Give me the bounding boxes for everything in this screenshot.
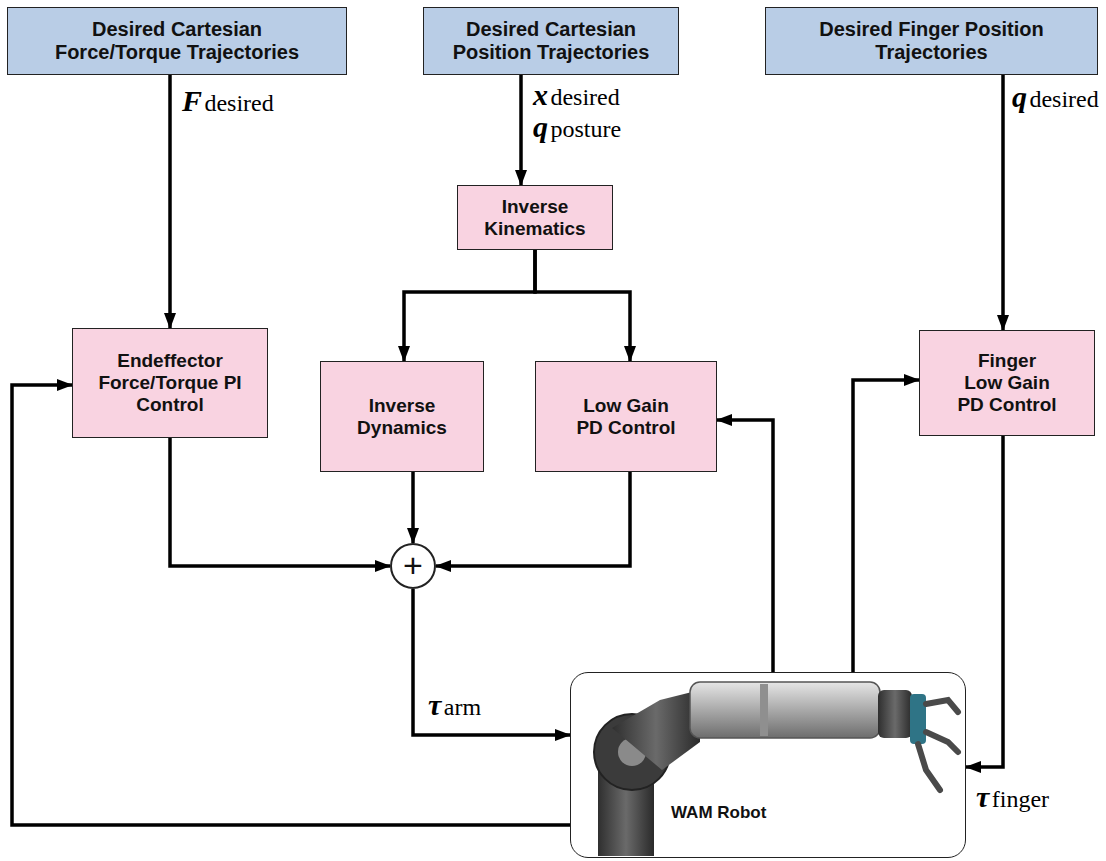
trajectory-box: Desired Finger Position Trajectories [765, 7, 1098, 75]
node-text: Desired Finger Position Trajectories [801, 18, 1063, 64]
signal-label: τ arm [428, 690, 481, 720]
robot-box: WAM Robot [570, 672, 966, 858]
signal-arrow [519, 75, 523, 185]
node-text: Desired Cartesian Force/Torque Trajector… [37, 18, 317, 64]
process-box: Inverse Kinematics [457, 185, 613, 250]
signal-arrow [853, 380, 919, 672]
node-text: WAM Robot [671, 803, 766, 823]
node-text: Desired Cartesian Position Trajectories [433, 18, 669, 64]
sum-junction: + [390, 543, 436, 589]
node-text: Endeffector Force/Torque PI Control [94, 350, 246, 416]
sum-symbol: + [403, 548, 423, 582]
signal-arrow [436, 472, 630, 566]
signal-arrow [413, 589, 570, 735]
node-text: Inverse Kinematics [470, 196, 600, 240]
signal-arrow [717, 420, 773, 672]
control-box: Endeffector Force/Torque PI Control [72, 328, 268, 438]
signal-arrow [535, 250, 630, 361]
signal-label: τ finger [976, 782, 1049, 812]
control-box: Finger Low Gain PD Control [919, 330, 1095, 436]
process-box: Inverse Dynamics [320, 361, 484, 472]
control-box: Low Gain PD Control [535, 361, 717, 472]
signal-label: q desired [1012, 82, 1099, 112]
signal-label: q posture [533, 112, 621, 142]
signal-arrow [1001, 75, 1005, 330]
trajectory-box: Desired Cartesian Position Trajectories [423, 7, 679, 75]
signal-label: F desired [182, 86, 274, 116]
trajectory-box: Desired Cartesian Force/Torque Trajector… [7, 7, 347, 75]
node-text: Inverse Dynamics [337, 395, 467, 439]
signal-arrow [12, 385, 570, 825]
signal-label: x desired [533, 80, 620, 110]
signal-arrow [168, 75, 172, 328]
node-text: Finger Low Gain PD Control [957, 350, 1057, 416]
signal-arrow [411, 472, 415, 543]
node-text: Low Gain PD Control [571, 395, 681, 439]
signal-arrow [966, 436, 1003, 767]
signal-arrow [404, 250, 535, 361]
